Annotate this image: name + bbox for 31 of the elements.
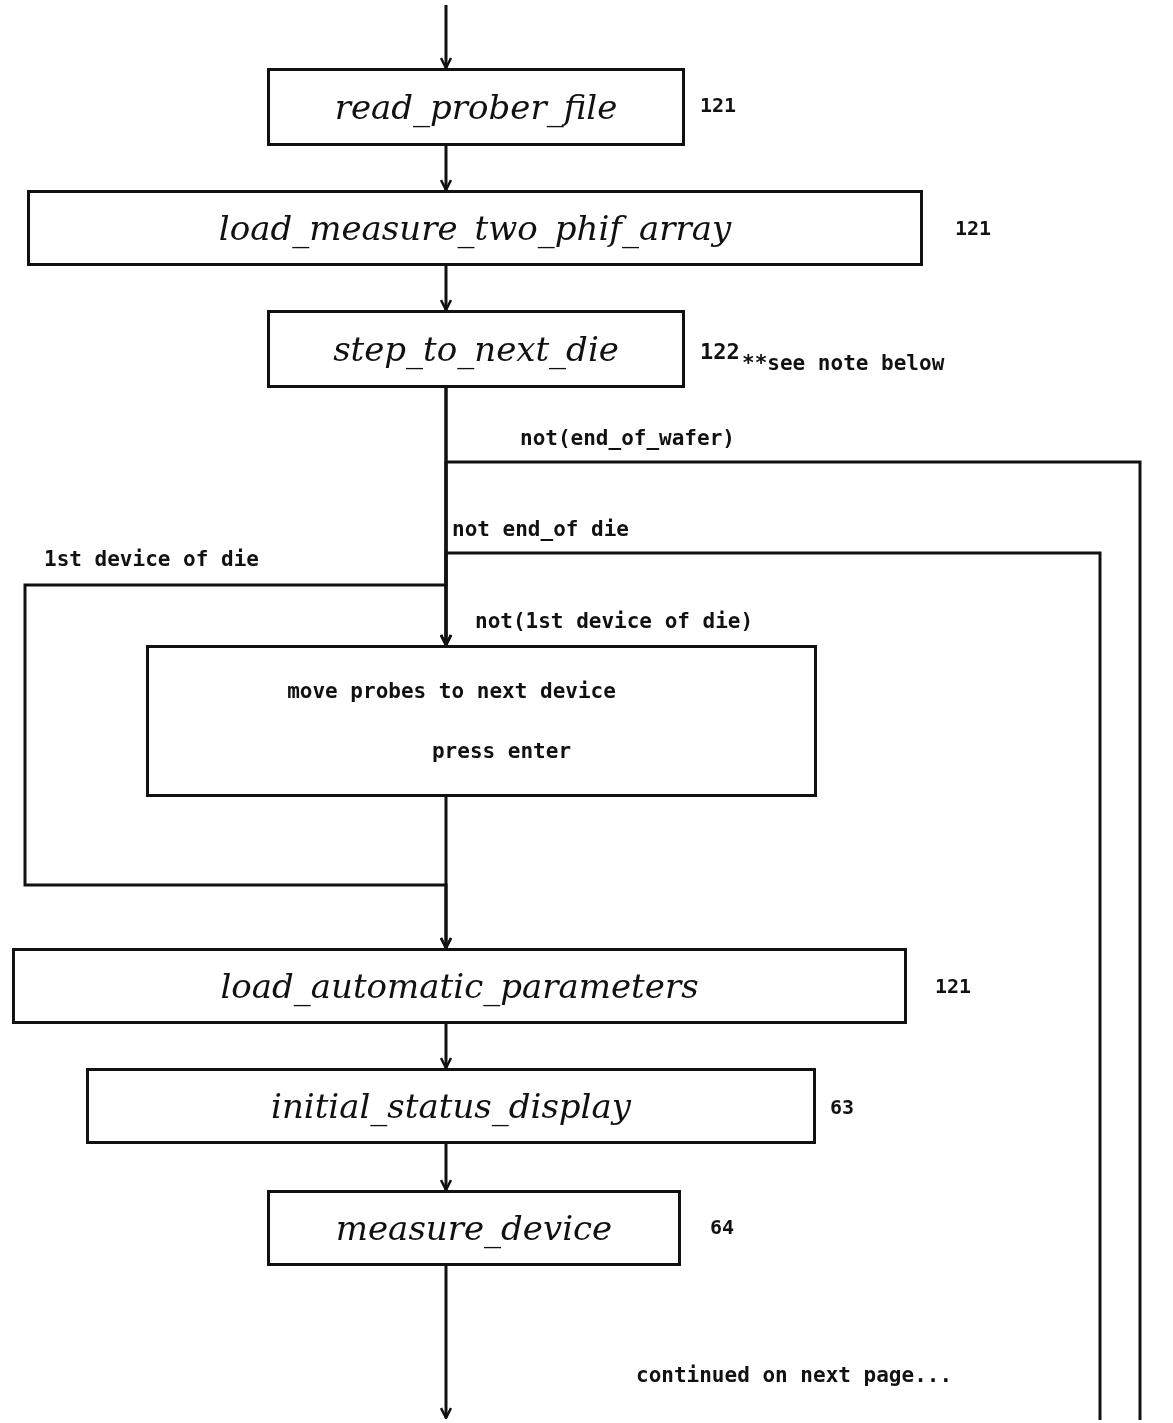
instruction-text: press enter bbox=[431, 739, 572, 763]
process-box bbox=[146, 645, 817, 797]
function-name: step_to_next_die bbox=[333, 329, 619, 369]
arrow bbox=[439, 266, 453, 312]
arrow bbox=[439, 146, 453, 192]
process-box bbox=[267, 310, 685, 388]
arrow bbox=[439, 1024, 453, 1070]
edge-label: not end_of die bbox=[452, 518, 629, 542]
function-name: measure_device bbox=[335, 1208, 613, 1248]
continuation-note: continued on next page... bbox=[636, 1364, 953, 1388]
note-text: **see note below bbox=[742, 352, 945, 376]
reference-number: 63 bbox=[830, 1096, 855, 1118]
arrow bbox=[439, 1144, 453, 1192]
arrow bbox=[439, 1266, 453, 1420]
function-name: load_automatic_parameters bbox=[220, 966, 699, 1006]
reference-number: 64 bbox=[710, 1216, 735, 1238]
reference-number: 122 bbox=[700, 340, 740, 365]
reference-number: 121 bbox=[700, 94, 737, 116]
function-name: load_measure_two_phif_array bbox=[218, 208, 732, 248]
reference-number: 121 bbox=[935, 975, 972, 997]
process-box bbox=[27, 190, 923, 266]
process-box bbox=[86, 1068, 816, 1144]
arrow bbox=[439, 5, 453, 70]
reference-number: 121 bbox=[955, 217, 992, 239]
function-name: initial_status_display bbox=[271, 1086, 631, 1126]
arrow bbox=[439, 797, 453, 950]
process-box bbox=[267, 1190, 681, 1266]
process-box bbox=[12, 948, 907, 1024]
instruction-text: move probes to next device bbox=[287, 679, 616, 703]
function-name: read_prober_file bbox=[334, 87, 618, 127]
process-box bbox=[267, 68, 685, 146]
